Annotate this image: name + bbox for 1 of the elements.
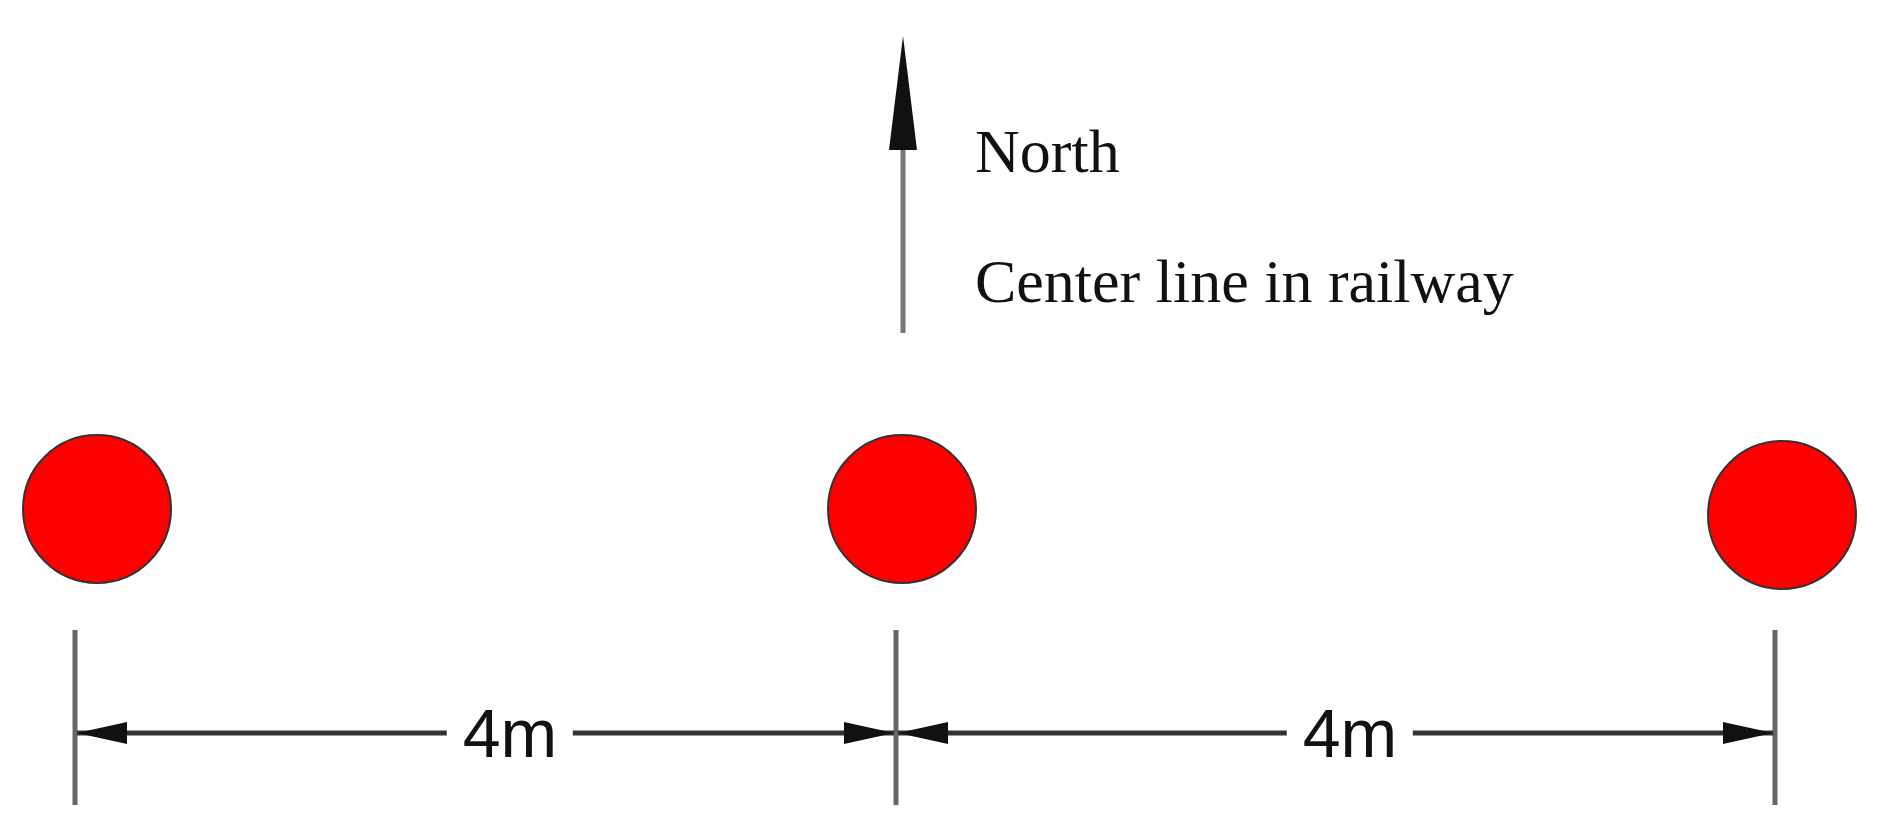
- note-text: North: [975, 120, 1120, 182]
